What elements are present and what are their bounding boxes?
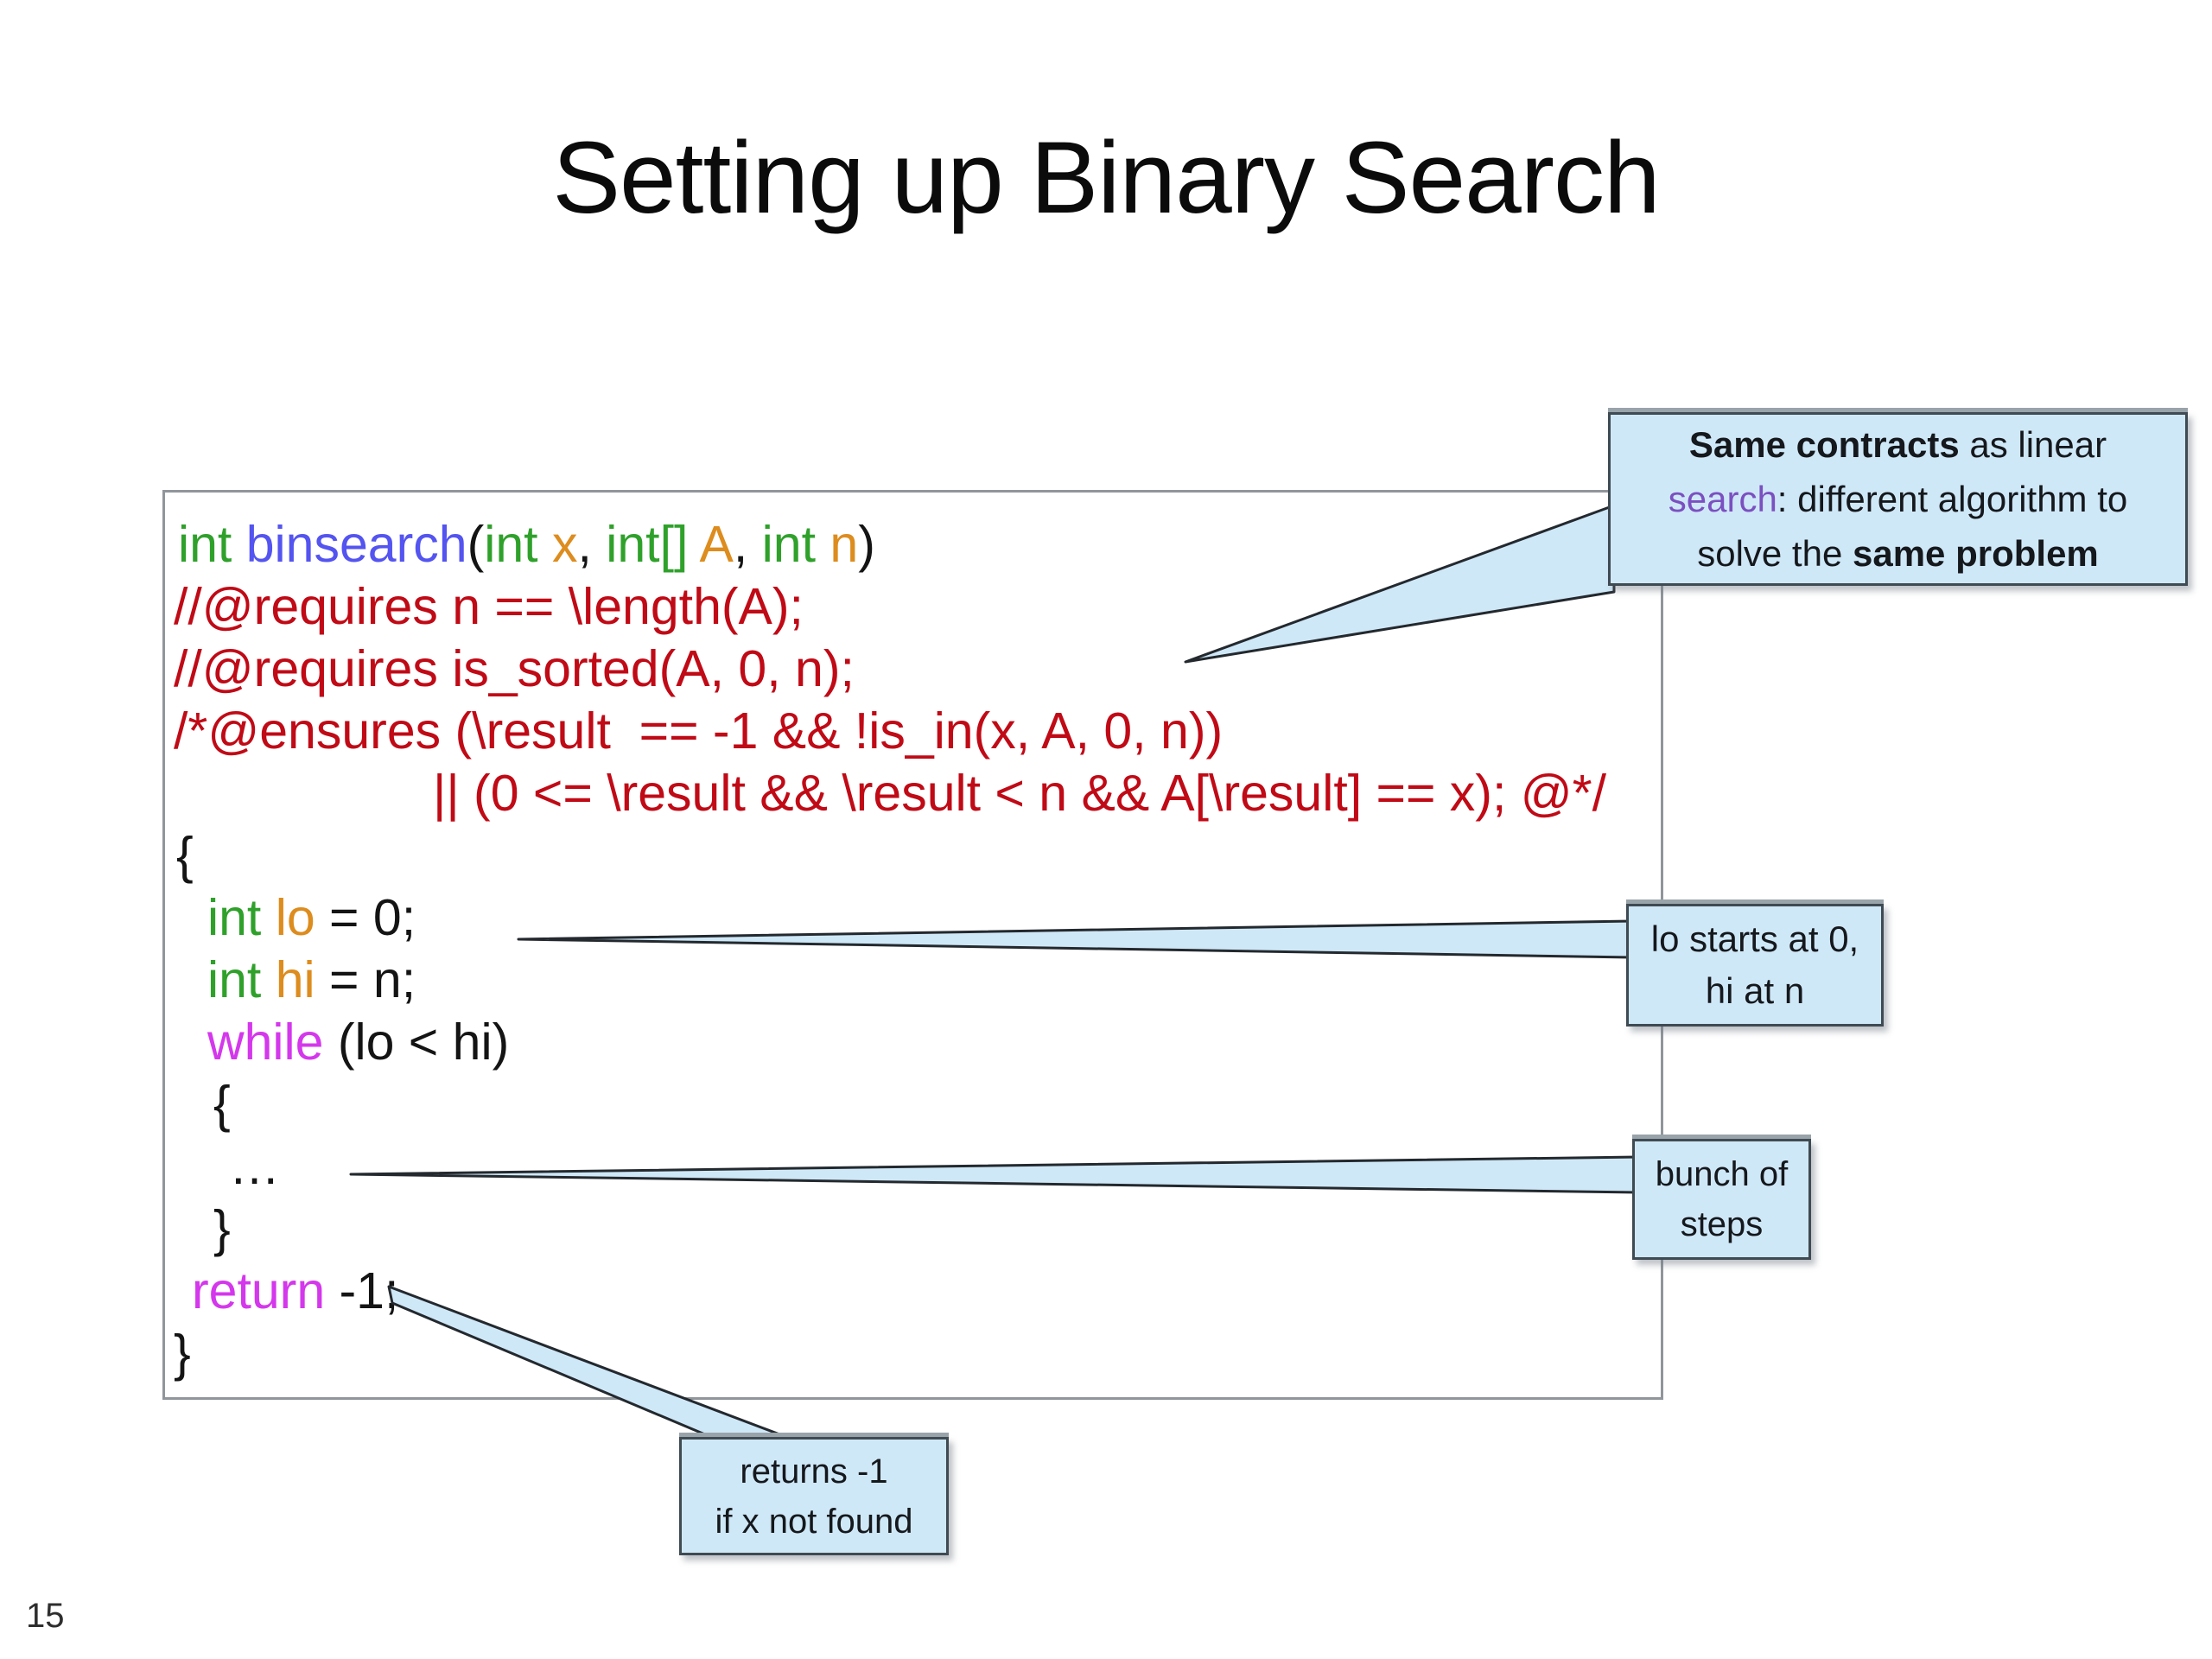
code-line: return -1;	[192, 1262, 399, 1319]
code-line: int lo = 0;	[207, 889, 416, 946]
callout-line: if x not found	[715, 1502, 913, 1541]
callout-line: lo starts at 0,	[1650, 918, 1859, 959]
code-line: while (lo < hi)	[207, 1014, 510, 1071]
code-line: }	[174, 1325, 191, 1382]
callout-line: steps	[1680, 1205, 1764, 1243]
callout-same-contracts: Same contracts as linear search: differen…	[1608, 412, 2188, 586]
code-lines: int binsearch(int x, int[] A, int n)//@r…	[165, 493, 1661, 1384]
code-line: {	[176, 827, 194, 884]
callout-lo-hi: lo starts at 0, hi at n	[1626, 904, 1884, 1027]
callout-bunch-of-steps: bunch of steps	[1632, 1139, 1811, 1260]
code-line: || (0 <= \result && \result < n && A[\re…	[433, 765, 1606, 822]
callout-line: search: different algorithm to	[1668, 479, 2128, 519]
page-title: Setting up Binary Search	[552, 121, 1660, 235]
callout-line: hi at n	[1705, 970, 1805, 1011]
code-panel: int binsearch(int x, int[] A, int n)//@r…	[162, 490, 1663, 1400]
callout-line: Same contracts as linear	[1688, 424, 2107, 465]
callout-line: solve the same problem	[1697, 533, 2099, 574]
code-line: //@requires n == \length(A);	[174, 578, 804, 635]
code-line: }	[213, 1200, 231, 1257]
page-number: 15	[26, 1597, 65, 1635]
code-line: /*@ensures (\result == -1 && !is_in(x, A…	[174, 702, 1224, 760]
callout-line: bunch of	[1655, 1155, 1789, 1193]
callout-line: returns -1	[740, 1452, 888, 1491]
code-line: int hi = n;	[207, 951, 416, 1008]
code-line: int binsearch(int x, int[] A, int n)	[178, 516, 875, 573]
code-line: …	[229, 1138, 280, 1195]
code-line: {	[213, 1076, 231, 1133]
callout-returns: returns -1 if x not found	[679, 1437, 949, 1555]
code-line: //@requires is_sorted(A, 0, n);	[174, 640, 855, 697]
